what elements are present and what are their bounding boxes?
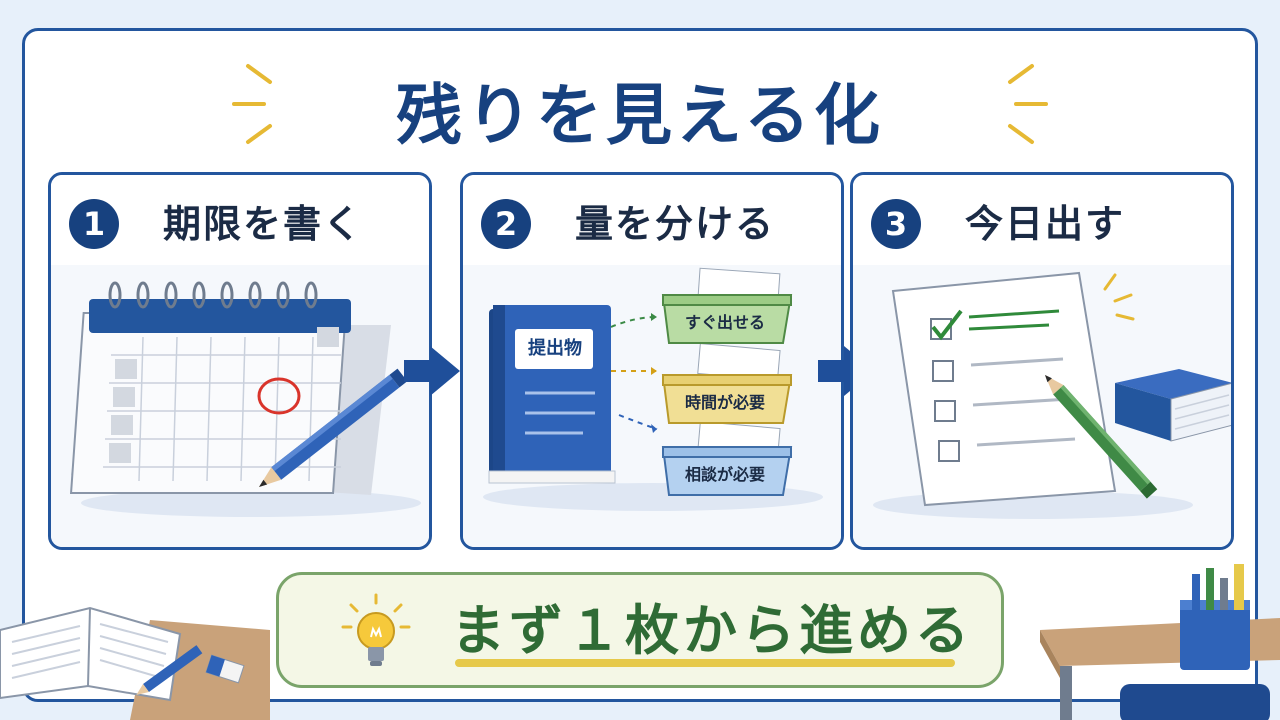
notebook-icon — [483, 305, 823, 511]
step-number-1: 1 — [69, 199, 119, 249]
notebook-label: 提出物 — [528, 338, 582, 359]
open-book-icon — [0, 606, 270, 720]
bottom-banner: まず１枚から進める — [276, 572, 1004, 688]
pencil-icon — [1045, 375, 1158, 499]
pencil-icon — [259, 368, 408, 487]
tray-label-quick: すぐ出せる — [684, 313, 765, 332]
step-title-2: 量を分ける — [575, 202, 776, 246]
step-card-3: 3 今日出す — [850, 172, 1234, 550]
tray-label-consult: 相談が必要 — [684, 465, 765, 484]
step-card-2: 2 量を分ける 提出物 — [460, 172, 844, 550]
tray-label-time: 時間が必要 — [684, 393, 765, 412]
book-icon — [1115, 369, 1231, 442]
lightbulb-icon — [341, 593, 411, 666]
step-title-1: 期限を書く — [163, 202, 364, 246]
banner-message: まず１枚から進める — [451, 599, 973, 662]
tray-icon — [610, 267, 793, 496]
step-number-2: 2 — [481, 199, 531, 249]
checklist-icon — [873, 271, 1193, 519]
step-number-3: 3 — [871, 199, 921, 249]
arrow-right-icon — [404, 346, 460, 396]
arrow-right-icon — [818, 346, 874, 396]
page-title: 残りを見える化 — [395, 77, 885, 154]
step-card-1: 1 期限を書く — [48, 172, 432, 550]
banner-underline — [455, 659, 955, 667]
step-title-3: 今日出す — [965, 202, 1126, 246]
title-sparkle-icon — [232, 64, 1048, 144]
pen-holder-icon — [1040, 564, 1280, 720]
